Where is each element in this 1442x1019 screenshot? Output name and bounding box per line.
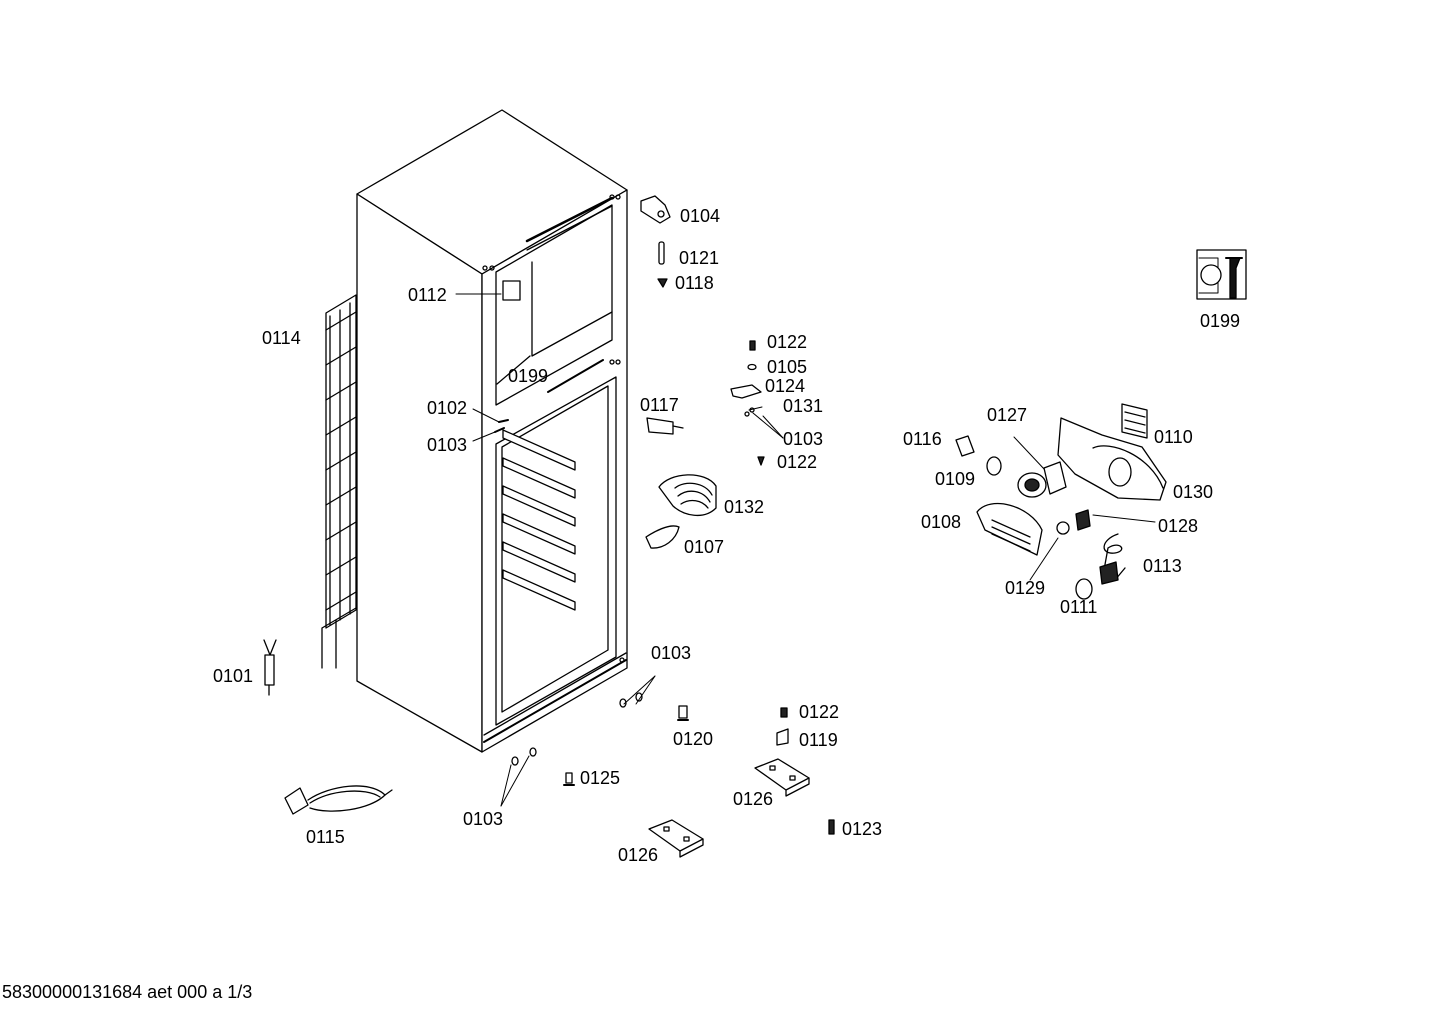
- part-label-0122: 0122: [799, 702, 840, 722]
- part-label-0118: 0118: [675, 273, 714, 293]
- part-label-0124: 0124: [765, 376, 806, 396]
- part-label-0126: 0126: [733, 789, 774, 809]
- part-label-0122: 0122: [777, 452, 818, 472]
- part-label-0112: 0112: [408, 285, 447, 305]
- filter-dryer: [263, 639, 277, 696]
- part-label-0116: 0116: [903, 429, 942, 449]
- part-label-0111: 0111: [1060, 597, 1098, 617]
- part-label-0129: 0129: [1005, 578, 1046, 598]
- part-label-0123: 0123: [842, 819, 883, 839]
- part-label-0130: 0130: [1173, 482, 1214, 502]
- part-label-0115: 0115: [306, 827, 345, 847]
- fridge-cabinet: [356, 109, 628, 753]
- part-label-0128: 0128: [1158, 516, 1199, 536]
- thermostat-assembly: [955, 403, 1167, 600]
- part-label-0103: 0103: [783, 429, 824, 449]
- hinge-bushing: [776, 728, 789, 746]
- part-label-0125: 0125: [580, 768, 621, 788]
- part-label-0105: 0105: [767, 357, 808, 377]
- screw-0123: [828, 819, 835, 835]
- part-label-0120: 0120: [673, 729, 714, 749]
- label-sticker: [502, 280, 521, 301]
- part-label-0103: 0103: [427, 435, 468, 455]
- lamp-cover: [658, 474, 717, 516]
- part-label-0127: 0127: [987, 405, 1028, 425]
- part-label-0126: 0126: [618, 845, 659, 865]
- door-shelves: [502, 429, 576, 611]
- leveling-foot: [678, 705, 688, 719]
- part-label-0132: 0132: [724, 497, 765, 517]
- part-label-0102: 0102: [427, 398, 468, 418]
- top-hinge: [640, 195, 671, 224]
- part-label-0122: 0122: [767, 332, 808, 352]
- bottom-hinge: [754, 758, 810, 797]
- part-label-0108: 0108: [921, 512, 962, 532]
- document-id-footer: 58300000131684 aet 000 a 1/3: [2, 982, 253, 1002]
- hinge-parts-cluster: [730, 340, 765, 466]
- screw: [657, 278, 668, 288]
- part-label-0117: 0117: [640, 395, 679, 415]
- part-label-0199-service: 0199: [1200, 311, 1241, 331]
- part-label-0107: 0107: [684, 537, 725, 557]
- part-label-0103: 0103: [463, 809, 504, 829]
- service-wrench-icon: [1196, 249, 1247, 300]
- part-label-0104: 0104: [680, 206, 721, 226]
- part-label-0114: 0114: [262, 328, 301, 348]
- part-label-0103: 0103: [651, 643, 692, 663]
- hinge-pin: [658, 241, 665, 265]
- part-label-0109: 0109: [935, 469, 976, 489]
- part-label-0101: 0101: [213, 666, 254, 686]
- part-label-0119: 0119: [799, 730, 838, 750]
- switch: [646, 417, 674, 435]
- part-label-0121: 0121: [679, 248, 720, 268]
- power-cord: [284, 785, 393, 815]
- screw-0125: [565, 772, 573, 784]
- condenser-coil: [321, 294, 357, 669]
- part-label-0131: 0131: [783, 396, 824, 416]
- part-label-0110: 0110: [1154, 427, 1193, 447]
- part-label-0199-cabinet: 0199: [508, 366, 549, 386]
- leader-lines: [455, 293, 1156, 807]
- bottom-hinge-2: [648, 819, 704, 858]
- part-label-0113: 0113: [1143, 556, 1182, 576]
- lamp-lens: [645, 525, 680, 549]
